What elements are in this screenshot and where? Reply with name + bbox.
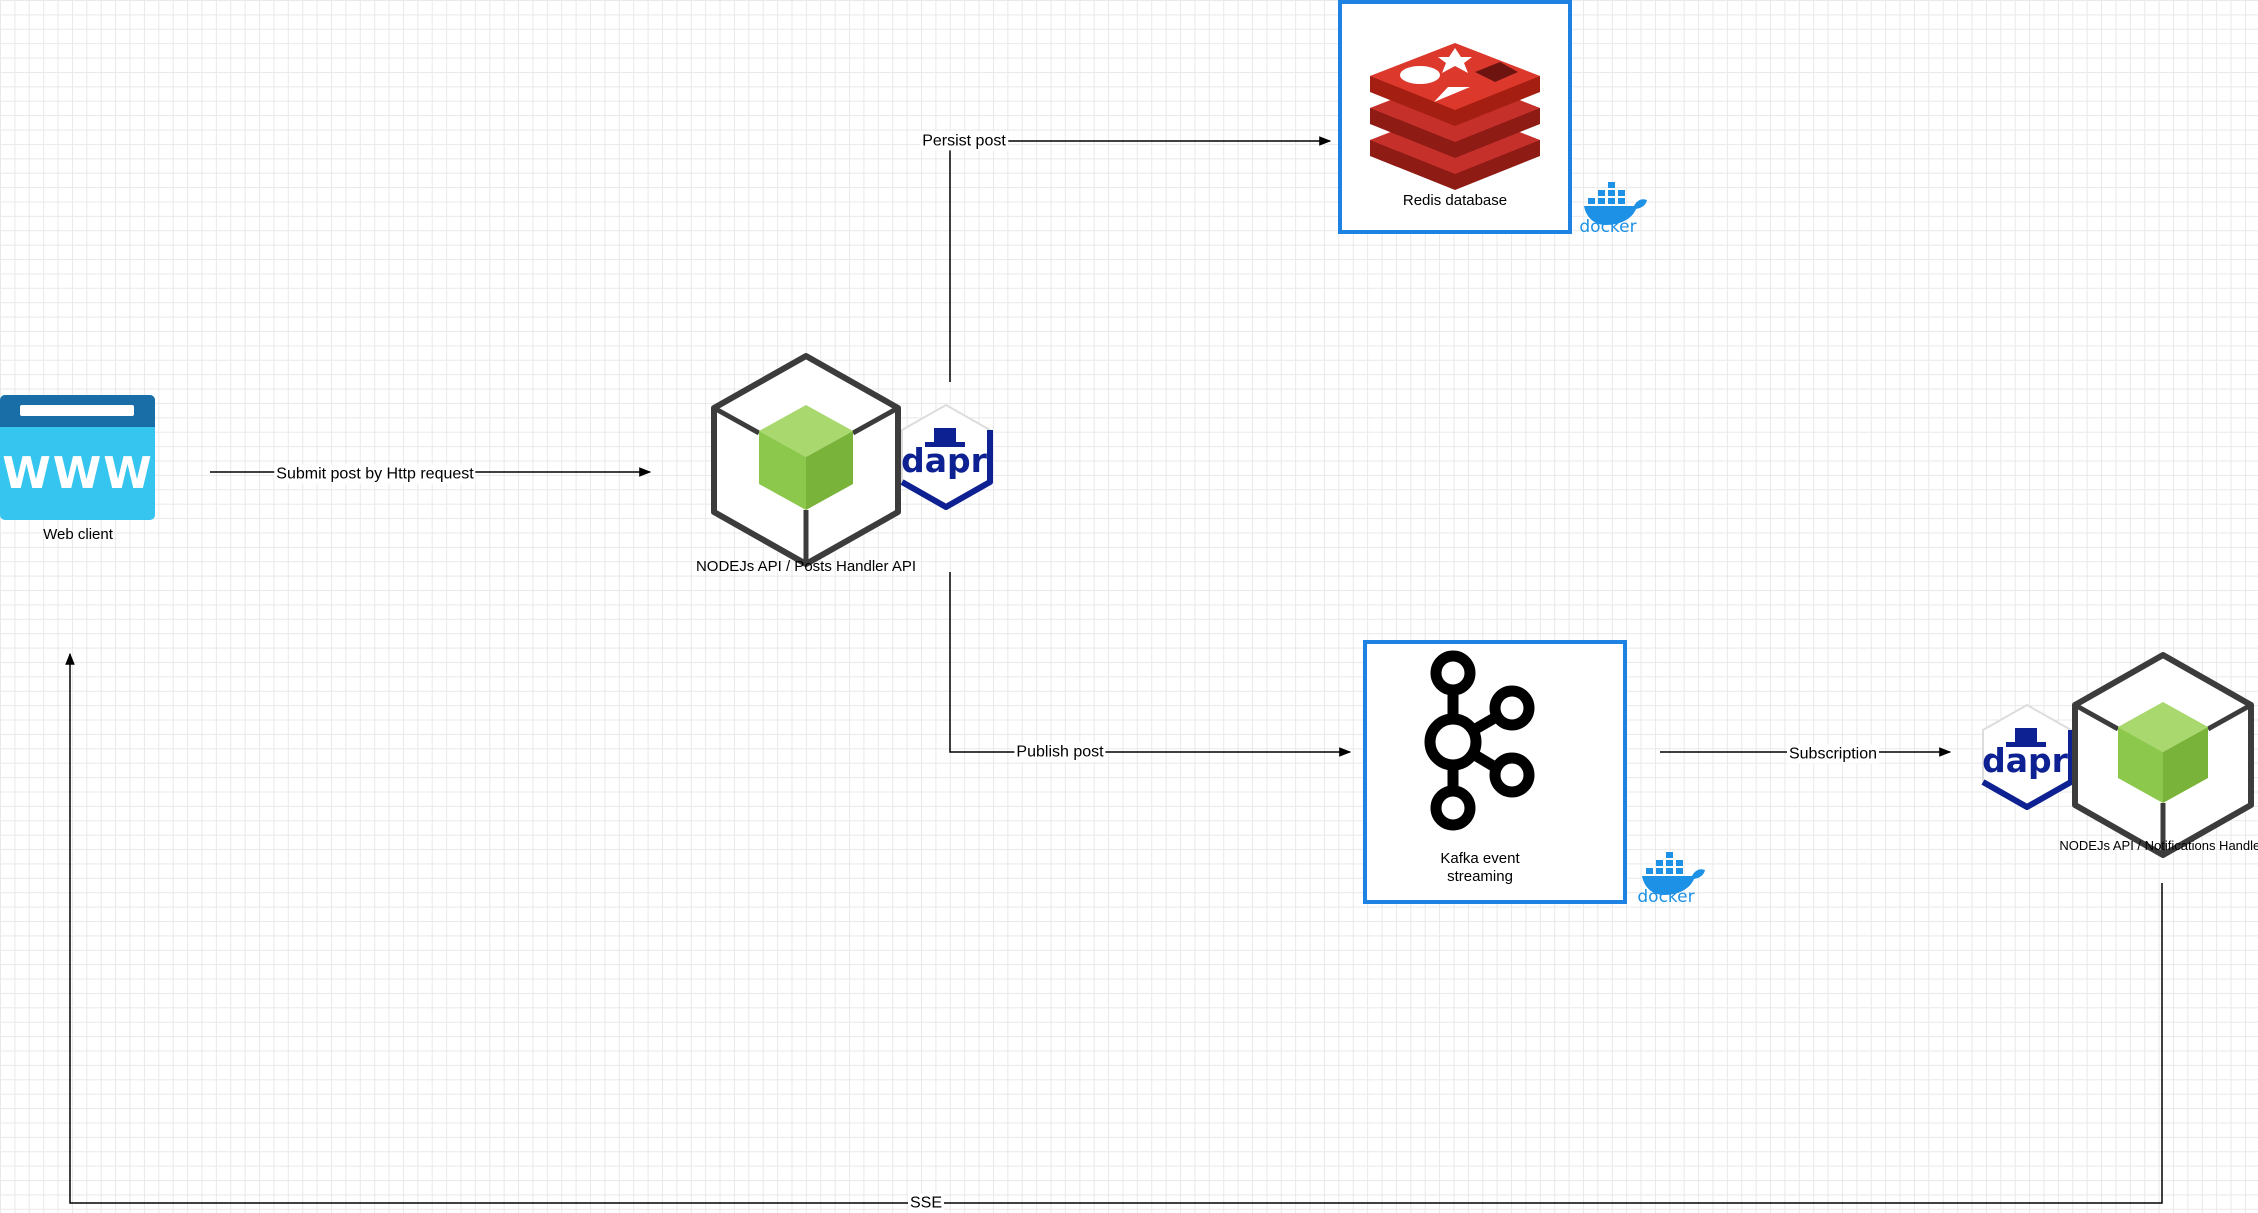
kafka-label-line2: streaming [1447, 868, 1513, 885]
docker-text: docker [1579, 217, 1636, 237]
redis-label: Redis database [1402, 192, 1508, 209]
docker-text: docker [1637, 887, 1694, 907]
docker-whale-icon [1642, 852, 1705, 895]
dapr-text: dapr [1982, 741, 2069, 780]
www-browser-icon: WWW [0, 395, 155, 520]
web-client-node[interactable]: WWW [0, 395, 155, 520]
posts-api-node[interactable]: dapr [711, 353, 993, 567]
notifications-api-label: NODEJs API / Notifications Handler [2059, 838, 2258, 853]
redis-node[interactable] [1338, 0, 1572, 234]
docker-whale-icon [1584, 182, 1647, 225]
notifications-api-node[interactable]: dapr [1981, 652, 2254, 858]
docker-badge-kafka: docker [1637, 852, 1705, 907]
web-client-label: Web client [43, 526, 113, 543]
edge-sse[interactable] [65, 652, 2163, 1204]
kafka-label: Kafka event streaming [1440, 850, 1519, 886]
edge-label-submit: Submit post by Http request [274, 464, 476, 484]
edges [65, 136, 2163, 1204]
edge-label-subscription: Subscription [1786, 744, 1880, 764]
edge-label-sse: SSE [907, 1193, 945, 1213]
nodejs-cube-icon [2072, 652, 2254, 858]
nodejs-cube-icon [711, 353, 901, 567]
edge-publish[interactable] [949, 572, 1352, 757]
edge-persist[interactable] [949, 136, 1332, 382]
kafka-node[interactable] [1363, 640, 1627, 904]
www-banner-text: WWW [2, 448, 154, 499]
docker-badge-redis: docker [1579, 182, 1647, 237]
dapr-sidecar-icon: dapr [1981, 703, 2074, 810]
dapr-sidecar-icon: dapr [900, 403, 993, 510]
posts-api-label: NODEJs API / Posts Handler API [695, 558, 917, 575]
kafka-icon [1424, 650, 1535, 831]
kafka-label-line1: Kafka event [1440, 850, 1520, 867]
dapr-text: dapr [901, 441, 988, 480]
redis-icon [1370, 43, 1540, 190]
edge-label-publish: Publish post [1014, 742, 1106, 762]
edge-label-persist: Persist post [920, 131, 1008, 151]
